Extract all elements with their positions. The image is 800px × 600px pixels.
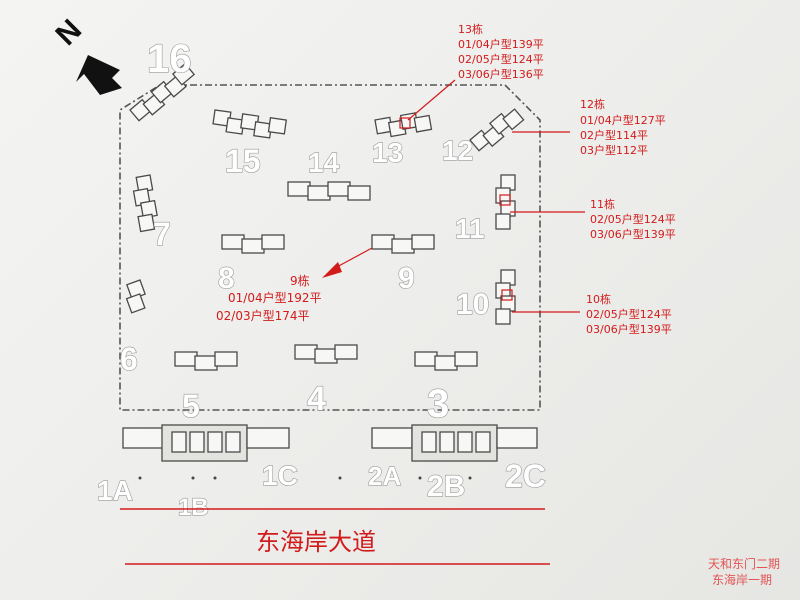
annotation-13-line3: 03/06户型136平: [458, 67, 544, 81]
building-15-footprint: [212, 109, 288, 139]
highlight-13: [399, 117, 411, 129]
label-16: 16: [147, 37, 192, 81]
label-5: 5: [182, 388, 200, 424]
leader-9: [334, 247, 373, 269]
annotation-13-line1: 01/04户型139平: [458, 37, 544, 51]
annotation-11: 11栋 02/05户型124平 03/06户型139平: [590, 197, 676, 241]
label-3: 3: [427, 382, 449, 426]
annotation-10-title: 10栋: [586, 292, 611, 306]
arrow-9-icon: [322, 262, 342, 278]
annotation-12: 12栋 01/04户型127平 02户型114平 03户型112平: [580, 97, 666, 157]
building-4-footprint: [294, 344, 358, 364]
label-2c: 2C: [505, 458, 546, 494]
annotation-11-title: 11栋: [590, 197, 615, 211]
label-14: 14: [308, 147, 340, 178]
label-8: 8: [218, 262, 235, 295]
annotation-13: 13栋 01/04户型139平 02/05户型124平 03/06户型136平: [458, 22, 544, 81]
leader-13: [407, 79, 456, 121]
highlight-10: [501, 289, 513, 301]
watermark-line2: 东海岸一期: [712, 572, 772, 587]
label-15: 15: [225, 143, 261, 179]
label-1c: 1C: [262, 460, 298, 491]
building-12-footprint: [469, 108, 525, 152]
annotation-9-line1: 01/04户型192平: [228, 290, 322, 305]
building-9-footprint: [371, 234, 435, 254]
label-11: 11: [455, 213, 485, 244]
building-7-footprint: [132, 174, 158, 233]
annotation-10-line1: 02/05户型124平: [586, 307, 672, 321]
annotation-9-title: 9栋: [290, 273, 310, 288]
building-6-footprint: [125, 279, 146, 314]
building-2-footprint: [371, 424, 538, 462]
highlight-11: [499, 194, 511, 206]
compass-letter: N: [49, 13, 88, 52]
annotation-10-line2: 03/06户型139平: [586, 322, 672, 336]
label-1a: 1A: [97, 475, 133, 506]
label-2a: 2A: [368, 461, 401, 491]
building-5-footprint: [174, 351, 238, 371]
annotation-11-line1: 02/05户型124平: [590, 212, 676, 226]
label-1b: 1B: [178, 494, 209, 521]
north-arrow-icon: N: [49, 13, 122, 95]
label-4: 4: [307, 380, 326, 418]
building-3-footprint: [414, 351, 478, 371]
entrance-dots: [138, 476, 472, 480]
annotation-12-line3: 03户型112平: [580, 143, 648, 157]
building-1-footprint: [122, 424, 290, 462]
label-7: 7: [153, 216, 171, 252]
label-6: 6: [120, 341, 138, 377]
label-12: 12: [442, 135, 473, 166]
annotation-12-line2: 02户型114平: [580, 128, 648, 142]
annotation-11-line2: 03/06户型139平: [590, 227, 676, 241]
annotation-13-line2: 02/05户型124平: [458, 52, 544, 66]
annotation-10: 10栋 02/05户型124平 03/06户型139平: [586, 292, 672, 336]
watermark-line1: 天和东门二期: [708, 556, 780, 571]
annotation-9-line2: 02/03户型174平: [216, 308, 310, 323]
site-boundary: [119, 84, 541, 411]
building-8-footprint: [221, 234, 285, 254]
label-13: 13: [372, 137, 403, 168]
building-14-footprint: [287, 181, 371, 201]
label-9: 9: [398, 262, 415, 295]
annotation-12-line1: 01/04户型127平: [580, 113, 666, 127]
label-2b: 2B: [427, 470, 465, 503]
annotation-9: 9栋 01/04户型192平 02/03户型174平: [216, 273, 322, 323]
label-10: 10: [456, 288, 489, 321]
building-11-footprint: [495, 174, 516, 230]
annotation-12-title: 12栋: [580, 97, 605, 111]
annotation-13-title: 13栋: [458, 22, 483, 36]
building-16-footprint: [129, 62, 196, 122]
road-name: 东海岸大道: [256, 528, 376, 556]
building-13-footprint: [374, 112, 433, 138]
